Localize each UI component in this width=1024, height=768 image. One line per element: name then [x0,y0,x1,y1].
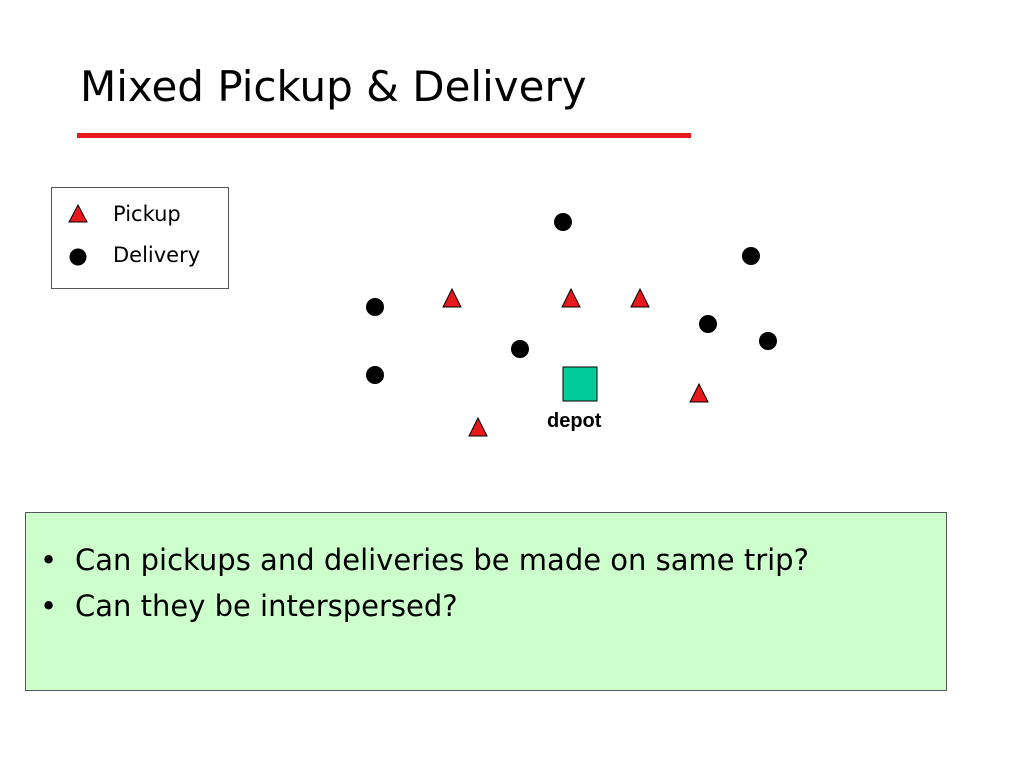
delivery-point [366,366,384,384]
delivery-point [759,332,777,350]
notes-box: • Can pickups and deliveries be made on … [25,512,947,691]
slide-title: Mixed Pickup & Delivery [80,62,587,111]
pickup-triangle-icon [68,204,88,223]
delivery-point [511,340,529,358]
delivery-point [699,315,717,333]
notes-bullet-text: Can pickups and deliveries be made on sa… [75,543,809,577]
legend-label-delivery: Delivery [113,243,201,267]
legend-item-pickup: Pickup [52,202,228,232]
legend-box: Pickup Delivery [51,187,229,289]
legend-label-pickup: Pickup [113,202,181,226]
delivery-point [554,213,572,231]
delivery-point [366,298,384,316]
bullet-marker: • [40,589,58,623]
pickup-point [442,287,462,308]
notes-bullet-text: Can they be interspersed? [75,589,458,623]
delivery-circle-icon [69,248,87,266]
title-underline [77,133,691,138]
pickup-point [630,287,650,308]
notes-bullet-item: • Can they be interspersed? [26,585,946,627]
pickup-point [468,416,488,437]
notes-list: • Can pickups and deliveries be made on … [26,539,946,631]
depot-label: depot [547,410,602,432]
delivery-point [742,247,760,265]
pickup-point [561,287,581,308]
notes-bullet-item: • Can pickups and deliveries be made on … [26,539,946,581]
bullet-marker: • [40,543,58,577]
depot-square [562,366,598,402]
pickup-point [689,382,709,403]
legend-item-delivery: Delivery [52,243,228,275]
